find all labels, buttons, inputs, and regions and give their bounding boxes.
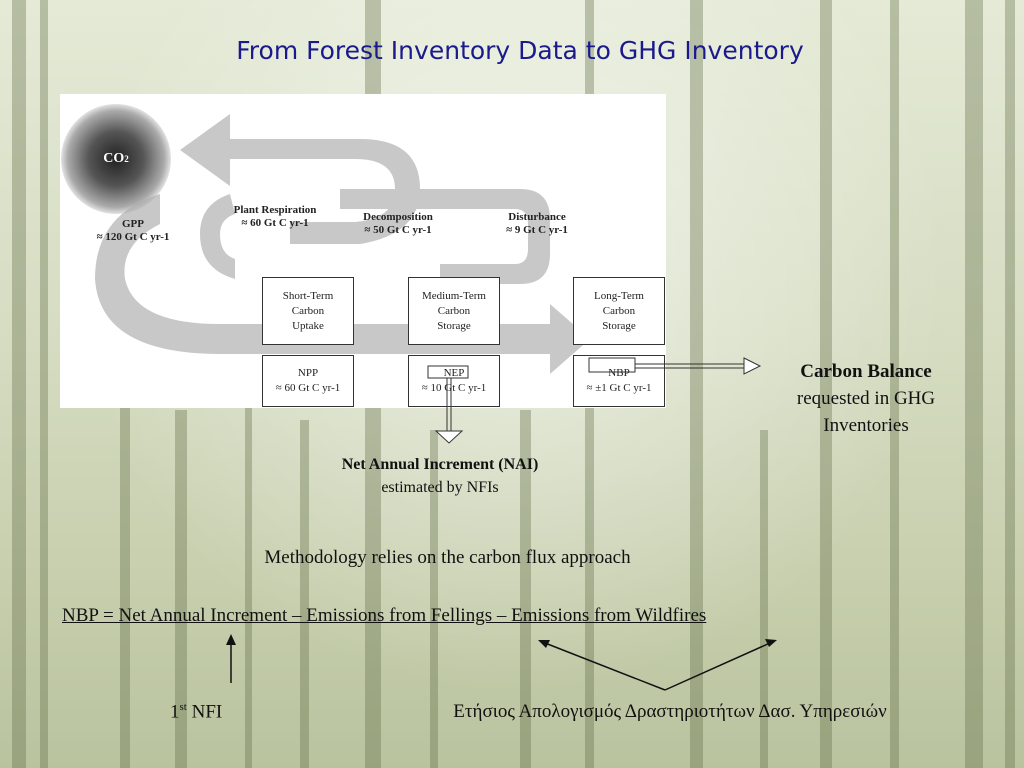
co2-subscript: 2 xyxy=(124,154,129,164)
box-value: ≈ 10 Gt C yr-1 xyxy=(421,382,487,394)
box-line: Short-Term xyxy=(282,289,334,302)
npp-box: NPP ≈ 60 Gt C yr-1 xyxy=(262,355,354,407)
flux-value: ≈ 120 Gt C yr-1 xyxy=(96,231,170,243)
greek-note-arrows xyxy=(538,639,777,691)
flux-name: GPP xyxy=(122,218,144,230)
flux-name: Plant Respiration xyxy=(233,204,317,216)
flux-plant-respiration: Plant Respiration ≈ 60 Gt C yr-1 xyxy=(220,204,330,230)
carbon-balance-heading: Carbon Balance xyxy=(800,361,932,382)
box-name: NBP xyxy=(608,367,630,379)
box-line: Storage xyxy=(602,319,636,332)
nep-highlight xyxy=(427,365,469,379)
nfi-text: NFI xyxy=(186,701,223,723)
carbon-balance-note: Carbon Balance requested in GHG Inventor… xyxy=(760,358,972,439)
flux-value: ≈ 9 Gt C yr-1 xyxy=(506,224,568,236)
box-line: Long-Term xyxy=(594,289,644,302)
nai-heading: Net Annual Increment (NAI) xyxy=(341,456,539,473)
box-line: Carbon xyxy=(602,304,636,317)
flux-value: ≈ 50 Gt C yr-1 xyxy=(364,224,432,236)
flux-value: ≈ 60 Gt C yr-1 xyxy=(241,217,309,229)
first-nfi-label: 1st NFI xyxy=(170,701,260,723)
carbon-balance-arrow xyxy=(635,357,762,375)
nbp-box: NBP ≈ ±1 Gt C yr-1 xyxy=(573,355,665,407)
nep-box: NEP ≈ 10 Gt C yr-1 xyxy=(408,355,500,407)
box-value: ≈ 60 Gt C yr-1 xyxy=(275,382,341,394)
co2-label: CO xyxy=(103,151,125,166)
methodology-text: Methodology relies on the carbon flux ap… xyxy=(264,547,631,568)
carbon-balance-line: Inventories xyxy=(823,415,909,436)
flux-name: Decomposition xyxy=(363,211,433,223)
short-term-storage-box: Short-Term Carbon Uptake xyxy=(262,277,354,345)
nai-down-arrow xyxy=(434,378,464,444)
greek-note: Ετήσιος Απολογισμός Δραστηριοτήτων Δασ. … xyxy=(453,701,887,722)
nbp-formula: NBP = Net Annual Increment – Emissions f… xyxy=(62,605,707,626)
nai-note: Net Annual Increment (NAI) estimated by … xyxy=(290,453,590,499)
box-name: NEP xyxy=(443,367,465,379)
nai-subtitle: estimated by NFIs xyxy=(381,479,499,496)
box-name: NPP xyxy=(297,367,319,379)
nbp-highlight xyxy=(588,357,636,373)
carbon-balance-line: requested in GHG xyxy=(796,388,936,409)
medium-term-storage-box: Medium-Term Carbon Storage xyxy=(408,277,500,345)
flux-gpp: GPP ≈ 120 Gt C yr-1 xyxy=(78,218,188,244)
box-line: Uptake xyxy=(292,319,324,332)
nfi-up-arrow xyxy=(226,634,236,683)
nfi-number: 1 xyxy=(170,701,180,723)
box-line: Carbon xyxy=(291,304,325,317)
flux-disturbance: Disturbance ≈ 9 Gt C yr-1 xyxy=(482,211,592,237)
flux-name: Disturbance xyxy=(508,211,566,223)
box-value: ≈ ±1 Gt C yr-1 xyxy=(586,382,652,394)
box-line: Medium-Term xyxy=(422,289,486,302)
flux-decomposition: Decomposition ≈ 50 Gt C yr-1 xyxy=(343,211,453,237)
box-line: Carbon xyxy=(437,304,471,317)
box-line: Storage xyxy=(437,319,471,332)
slide-title: From Forest Inventory Data to GHG Invent… xyxy=(236,36,804,65)
nfi-superscript: st xyxy=(179,701,187,713)
long-term-storage-box: Long-Term Carbon Storage xyxy=(573,277,665,345)
